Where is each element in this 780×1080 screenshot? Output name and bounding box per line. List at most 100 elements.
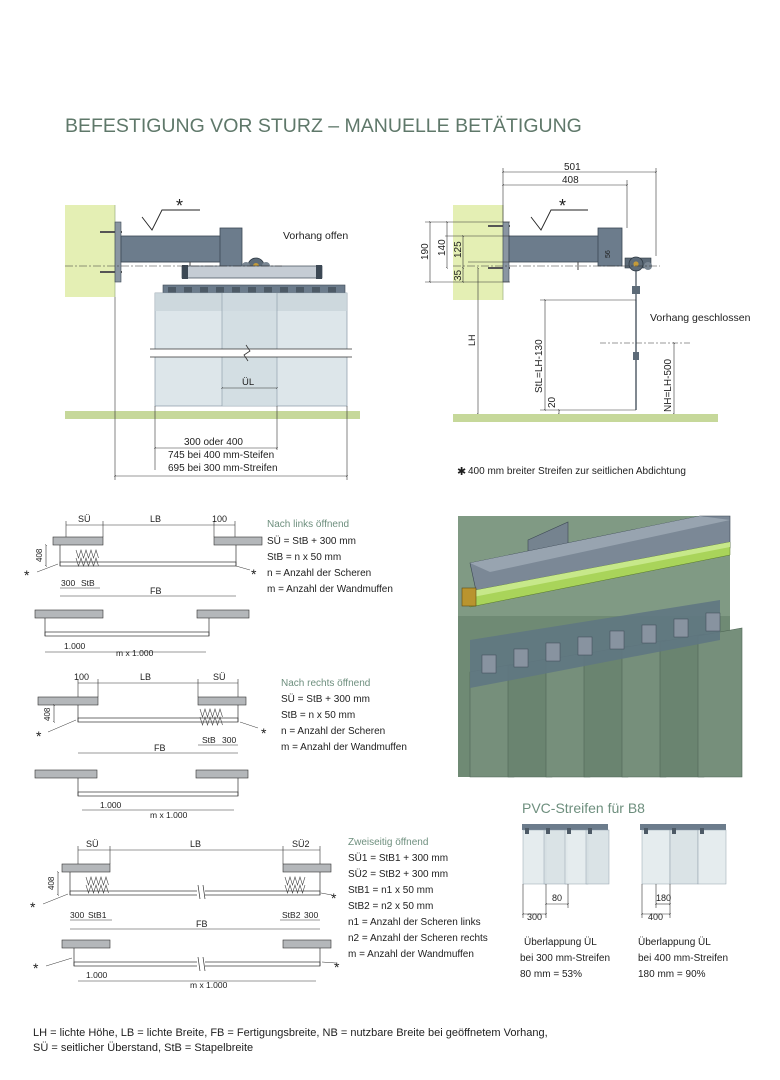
pl-line3: n = Anzahl der Scheren	[267, 568, 371, 579]
dim-35: 35	[453, 269, 464, 281]
dim-nh: NH=LH-500	[663, 358, 674, 412]
dim-lh: LH	[467, 334, 477, 346]
pr-stb: StB	[202, 735, 216, 745]
pl-line1: SÜ = StB + 300 mm	[267, 535, 356, 547]
dim-56: 56	[605, 250, 612, 258]
pr-heading: Nach rechts öffnend	[281, 678, 370, 689]
pl-300: 300	[61, 578, 75, 588]
pb-line1: SÜ1 = StB1 + 300 mm	[348, 852, 448, 864]
pl-su: SÜ	[78, 514, 91, 524]
pl-100: 100	[212, 514, 227, 524]
pr-300: 300	[222, 735, 236, 745]
dim-125: 125	[453, 241, 464, 258]
side-view-diagram: * 501 408 190 140 125 35 56 LH StL=LH-13…	[420, 162, 751, 478]
pvc-left-cap3: 80 mm = 53%	[520, 969, 582, 980]
pb-fb: FB	[196, 919, 208, 929]
pb-star-lower-right: *	[334, 959, 340, 975]
pb-heading: Zweiseitig öffnend	[348, 837, 428, 848]
bracket-arm	[120, 235, 224, 263]
plan-left-diagram: SÜ LB 100 408 * * 300 StB FB 1.000 m x 1…	[24, 514, 393, 658]
pb-star-right: *	[331, 890, 337, 906]
dim-20: 20	[547, 396, 558, 408]
weld-star-front: *	[176, 196, 183, 216]
pb-1000: 1.000	[86, 970, 108, 980]
floor-front	[65, 411, 360, 419]
state-open-label: Vorhang offen	[283, 230, 348, 242]
pr-lb: LB	[140, 672, 151, 682]
plan-right-diagram: 100 LB SÜ 408 * * StB 300 FB 1.000 m x 1…	[34, 672, 407, 820]
plan-both-diagram: SÜ LB SÜ2 408 * * 300 StB1 StB2 300 FB *	[30, 837, 488, 990]
scissor-stack-left	[75, 548, 99, 568]
dim-501: 501	[564, 162, 581, 173]
pvc-right-cap1: Überlappung ÜL	[638, 936, 711, 948]
pr-line1: SÜ = StB + 300 mm	[281, 693, 370, 705]
pvc-right-cap2: bei 400 mm-Streifen	[638, 953, 728, 964]
dim-140: 140	[437, 239, 448, 256]
pvc-left-cap2: bei 300 mm-Streifen	[520, 953, 610, 964]
pl-fb: FB	[150, 586, 162, 596]
pb-300-left: 300	[70, 910, 84, 920]
pb-line4: StB2 = n2 x 50 mm	[348, 901, 433, 912]
pvc-left-cap1: Überlappung ÜL	[524, 936, 597, 948]
pvc-strips-section: PVC-Streifen für B8 300 80 Überlappung Ü…	[520, 800, 728, 980]
pb-line3: StB1 = n1 x 50 mm	[348, 885, 433, 896]
pr-line4: m = Anzahl der Wandmuffen	[281, 742, 407, 753]
pb-star-left: *	[30, 899, 36, 915]
dim-ul: ÜL	[242, 377, 254, 388]
scissor-stack-both	[85, 875, 306, 895]
pl-line2: StB = n x 50 mm	[267, 552, 341, 563]
pb-line7: m = Anzahl der Wandmuffen	[348, 949, 474, 960]
pr-star-left: *	[36, 728, 42, 744]
pvc-heading: PVC-Streifen für B8	[522, 800, 645, 816]
pvc-left-80: 80	[552, 893, 562, 903]
pl-line4: m = Anzahl der Wandmuffen	[267, 584, 393, 595]
front-view-diagram: * ÜL 300 oder 400 745 bei 400 mm-Steifen…	[65, 196, 360, 480]
pl-mx: m x 1.000	[116, 648, 154, 658]
pl-1000: 1.000	[64, 641, 86, 651]
scissor-stack-right	[199, 707, 223, 727]
pb-lb: LB	[190, 839, 201, 849]
pb-300-right: 300	[304, 910, 318, 920]
footnote-star: ✱	[457, 466, 466, 478]
dim-stl: StL=LH-130	[534, 339, 545, 393]
pl-lb: LB	[150, 514, 161, 524]
pb-su: SÜ	[86, 839, 99, 849]
pl-stb: StB	[81, 578, 95, 588]
pb-line2: SÜ2 = StB2 + 300 mm	[348, 868, 448, 880]
pr-su: SÜ	[213, 672, 226, 682]
pb-line5: n1 = Anzahl der Scheren links	[348, 917, 481, 928]
pb-stb2: StB2	[282, 910, 301, 920]
pb-su2: SÜ2	[292, 839, 310, 849]
dim-strip-width: 300 oder 400	[184, 437, 243, 448]
pvc-right-cap3: 180 mm = 90%	[638, 969, 706, 980]
pvc-left-300: 300	[527, 912, 542, 922]
pb-stb1: StB1	[88, 910, 107, 920]
pb-408: 408	[47, 876, 56, 890]
pr-fb: FB	[154, 743, 166, 753]
pb-mx: m x 1.000	[190, 980, 228, 990]
pr-star-right: *	[261, 725, 267, 741]
pl-star-right: *	[251, 566, 257, 582]
dim-745: 745 bei 400 mm-Steifen	[168, 450, 274, 461]
floor-side	[453, 414, 718, 422]
dim-695: 695 bei 300 mm-Streifen	[168, 463, 278, 474]
pr-line3: n = Anzahl der Scheren	[281, 726, 385, 737]
pr-100: 100	[74, 672, 89, 682]
pr-1000: 1.000	[100, 800, 122, 810]
footnote-text: 400 mm breiter Streifen zur seitlichen A…	[468, 466, 686, 477]
pvc-right-180: 180	[656, 893, 671, 903]
state-closed-label: Vorhang geschlossen	[650, 312, 751, 324]
pb-line6: n2 = Anzahl der Scheren rechts	[348, 933, 488, 944]
footer-legend-line2: SÜ = seitlicher Überstand, StB = Stapelb…	[33, 1042, 253, 1054]
pvc-right-400: 400	[648, 912, 663, 922]
pb-star-lower-left: *	[33, 960, 39, 976]
footer-legend-line1: LH = lichte Höhe, LB = lichte Breite, FB…	[33, 1027, 548, 1039]
pl-408: 408	[35, 548, 44, 562]
pr-line2: StB = n x 50 mm	[281, 710, 355, 721]
pr-408: 408	[43, 707, 52, 721]
pr-mx: m x 1.000	[150, 810, 188, 820]
dim-190: 190	[420, 243, 431, 260]
page-title: BEFESTIGUNG VOR STURZ – MANUELLE BETÄTIG…	[65, 115, 582, 137]
pl-heading: Nach links öffnend	[267, 519, 349, 530]
